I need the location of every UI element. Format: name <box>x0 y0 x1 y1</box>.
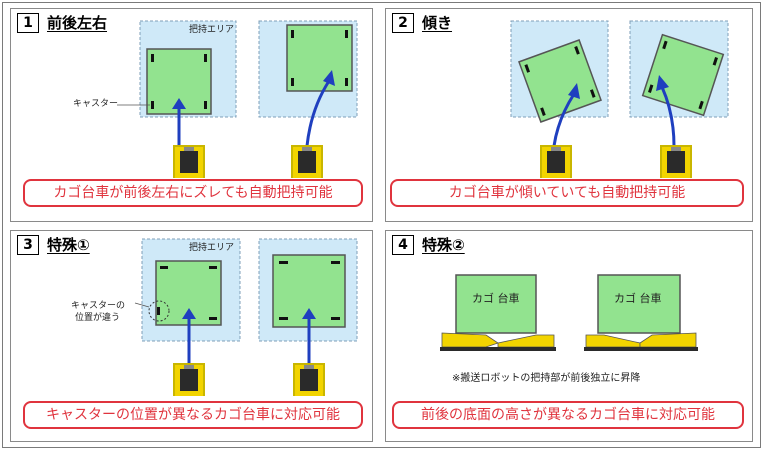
caster-marks <box>157 266 217 320</box>
arrow-head <box>323 70 335 86</box>
panel-3-illustration <box>134 238 358 396</box>
grip-area-label: 把持エリア <box>189 25 235 35</box>
caster-marks <box>151 54 207 109</box>
panel-number: 2 <box>392 13 414 33</box>
arrow-head <box>182 308 196 319</box>
panel-number: 3 <box>17 235 39 255</box>
arrow-head <box>568 83 580 99</box>
panel-caption: カゴ台車が前後左右にズレても自動把持可能 <box>23 179 363 207</box>
approach-arrow <box>552 93 576 147</box>
robot <box>293 363 325 396</box>
cart-label: カゴ 台車 <box>472 292 520 305</box>
cart-side <box>455 274 537 334</box>
panel-title: 傾き <box>422 14 453 32</box>
panel-title: 前後左右 <box>47 14 108 32</box>
cart <box>518 39 602 123</box>
panel-number: 1 <box>17 13 39 33</box>
panel-1-illustration <box>117 20 358 178</box>
caster-leader-line <box>134 302 150 308</box>
caster-label: キャスター <box>73 99 119 109</box>
cart <box>641 33 725 117</box>
arrow-head <box>172 98 186 109</box>
robot <box>660 145 692 178</box>
robot <box>173 363 205 396</box>
panel-2-illustration <box>510 20 729 178</box>
panel-4: 4 特殊② カゴ 台車 カゴ 台車 ※搬送ロボットの把持部が前後独立に昇降 前後… <box>385 230 753 442</box>
caster-label-line2: 位置が違う <box>75 313 121 323</box>
robot-note: ※搬送ロボットの把持部が前後独立に昇降 <box>452 373 641 384</box>
panel-caption: 前後の底面の高さが異なるカゴ台車に対応可能 <box>392 401 744 429</box>
caster-highlight-circle <box>148 300 170 322</box>
robot <box>173 145 205 178</box>
cart <box>286 24 353 92</box>
panel-4-illustration <box>440 274 698 351</box>
arrow-head <box>656 75 669 91</box>
panel-2: 2 傾き <box>385 8 753 222</box>
caster-marks <box>291 30 348 86</box>
cart-side <box>597 274 681 334</box>
panel-caption: カゴ台車が傾いていても自動把持可能 <box>390 179 744 207</box>
robot <box>540 145 572 178</box>
panel-3: 3 特殊① 把持エリア キャ <box>10 230 373 442</box>
diagram-frame <box>2 2 761 448</box>
cart-label: カゴ 台車 <box>614 292 662 305</box>
robot-side <box>440 332 556 351</box>
approach-arrow <box>305 80 331 147</box>
caster-label-line1: キャスターの <box>71 301 126 311</box>
robot <box>291 145 323 178</box>
panel-caption: キャスターの位置が異なるカゴ台車に対応可能 <box>23 401 363 429</box>
panel-1: 1 前後左右 把持エリ <box>10 8 373 222</box>
panel-title: 特殊② <box>422 236 465 254</box>
robot-side <box>584 332 698 351</box>
arrow-head <box>302 308 316 319</box>
approach-arrow <box>660 86 676 147</box>
grip-area-label: 把持エリア <box>189 243 235 253</box>
caster-marks <box>279 261 340 320</box>
panel-number: 4 <box>392 235 414 255</box>
panel-title: 特殊① <box>47 236 90 254</box>
